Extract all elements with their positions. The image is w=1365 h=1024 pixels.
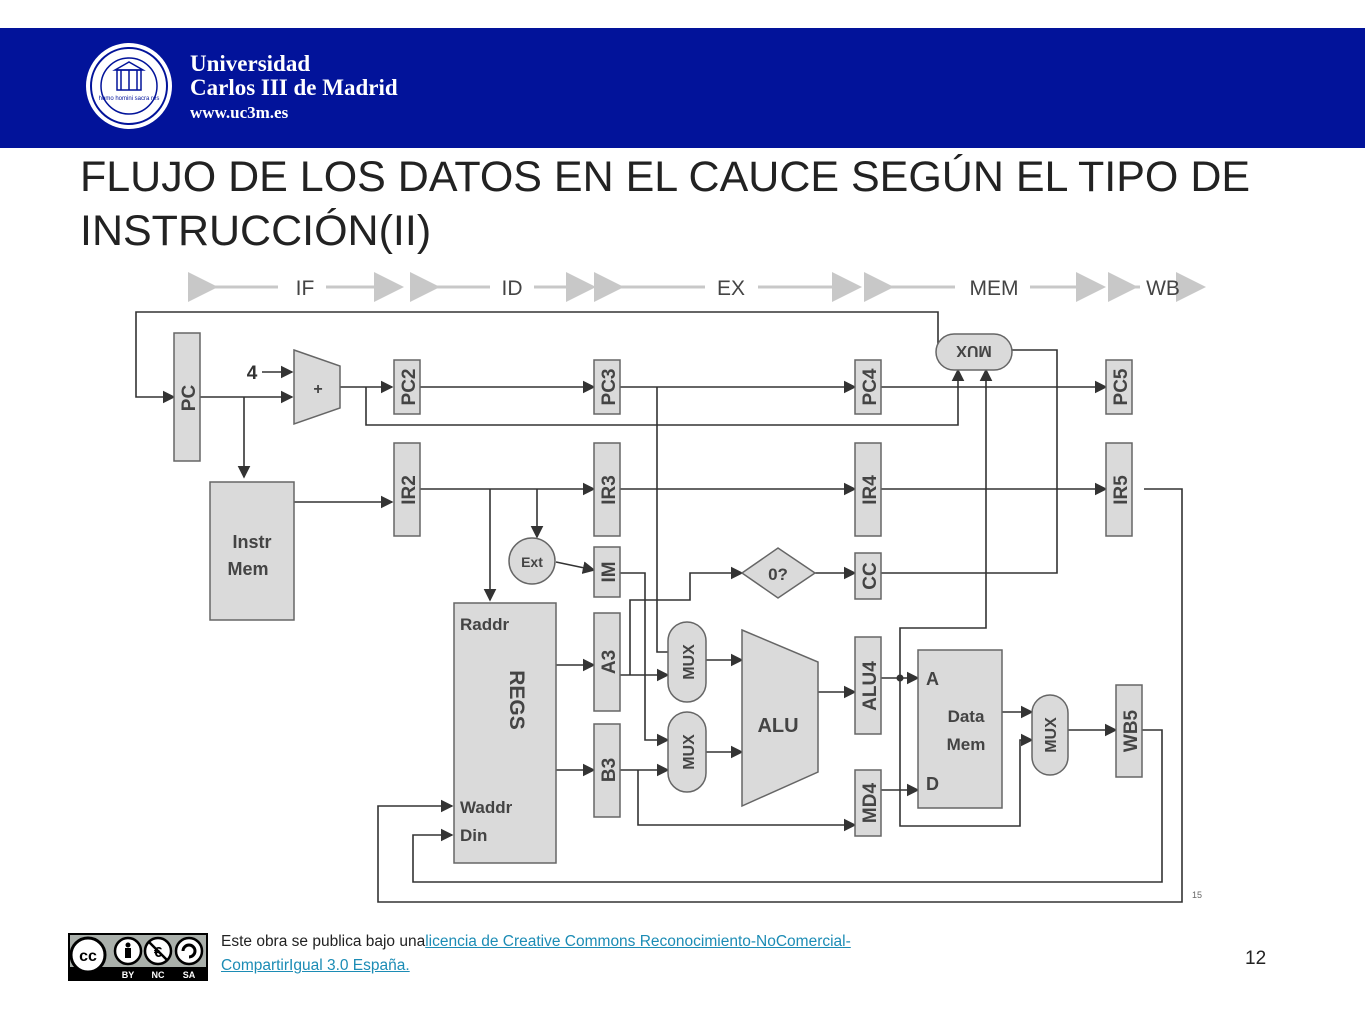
reg-pc5-label: PC5	[1111, 368, 1132, 405]
alu-input-mux-b	[667, 711, 707, 793]
pipeline-datapath-diagram: IF ID EX MEM WB	[135, 272, 1206, 903]
seal-motto-text: homo homini sacra res	[99, 96, 160, 102]
cc-sa-label: SA	[183, 970, 196, 980]
cc-nc-label: NC	[152, 970, 165, 980]
mux-a-label: MUX	[681, 644, 698, 680]
header-band	[0, 28, 1365, 148]
license-prefix: Este obra se publica bajo una	[221, 933, 426, 950]
register-file	[453, 602, 557, 864]
creative-commons-badge: cc € BY NC SA	[68, 933, 208, 981]
alu-label: ALU	[757, 715, 798, 737]
cc-by-label: BY	[122, 970, 135, 980]
zero-test-unit	[740, 547, 817, 599]
instr-mem-label-line1: Instr	[232, 532, 271, 552]
mux-wb-label: MUX	[1043, 717, 1060, 753]
alu	[741, 628, 819, 808]
regs-raddr-label: Raddr	[460, 615, 510, 634]
zero-test-label: 0?	[768, 565, 788, 584]
university-name-line1: Universidad	[190, 51, 311, 76]
university-name: Universidad Carlos III de Madrid	[190, 52, 398, 100]
license-link[interactable]: licencia de Creative Commons Reconocimie…	[221, 933, 851, 974]
reg-ir5-label: IR5	[1111, 475, 1132, 505]
reg-wb5-label: WB5	[1121, 709, 1142, 752]
regs-name-label: REGS	[505, 670, 528, 730]
adder-sign: +	[313, 381, 322, 398]
mux-b-label: MUX	[681, 734, 698, 770]
university-website: www.uc3m.es	[190, 103, 289, 122]
ext-label: Ext	[521, 554, 543, 570]
reg-alu4-label: ALU4	[860, 661, 881, 711]
junction-dot	[896, 674, 904, 682]
instr-mem-label-line2: Mem	[227, 559, 268, 579]
regs-din-label: Din	[460, 826, 487, 845]
stage-label-ex: EX	[717, 277, 745, 300]
university-seal-logo: homo homini sacra res	[86, 43, 172, 129]
data-mem-a-label: A	[926, 669, 939, 689]
mux-pc-label: MUX	[956, 342, 992, 359]
constant-four: 4	[247, 363, 258, 384]
data-mem-label-line1: Data	[948, 707, 985, 726]
stage-label-wb: WB	[1146, 277, 1180, 300]
sign-extend-unit	[508, 537, 556, 585]
alu-input-mux-a	[667, 621, 707, 703]
pipeline-registers	[173, 332, 1143, 837]
slide-title: FLUJO DE LOS DATOS EN EL CAUCE SEGÚN EL …	[80, 153, 1251, 255]
reg-pc-label: PC	[179, 385, 200, 412]
page-number: 12	[1245, 948, 1267, 969]
reg-pc4-label: PC4	[860, 368, 881, 405]
data-memory	[917, 649, 1003, 809]
reg-a3-label: A3	[599, 650, 620, 674]
stage-label-if: IF	[296, 277, 315, 300]
reg-ir3-label: IR3	[599, 475, 620, 505]
reg-cc-label: CC	[860, 562, 881, 590]
stage-label-mem: MEM	[970, 277, 1019, 300]
corner-note: 15	[1192, 890, 1202, 900]
license-notice: Este obra se publica bajo unalicencia de…	[221, 930, 921, 978]
reg-md4-label: MD4	[860, 783, 881, 824]
pc-source-mux	[935, 333, 1013, 371]
reg-pc2-label: PC2	[399, 369, 420, 406]
data-mem-label-line2: Mem	[947, 735, 986, 754]
stage-label-id: ID	[502, 277, 523, 300]
university-name-line2: Carlos III de Madrid	[190, 75, 398, 100]
data-mem-d-label: D	[926, 774, 939, 794]
reg-im-label: IM	[599, 561, 620, 582]
writeback-mux	[1031, 694, 1069, 776]
sharealike-icon	[174, 936, 204, 966]
reg-b3-label: B3	[599, 758, 620, 782]
reg-ir4-label: IR4	[860, 475, 881, 505]
datapath-wires	[135, 311, 1183, 903]
cc-logo-text: cc	[79, 948, 97, 965]
regs-waddr-label: Waddr	[460, 798, 513, 817]
pc-adder	[293, 348, 341, 426]
instruction-memory	[209, 481, 295, 621]
reg-pc3-label: PC3	[599, 369, 620, 406]
reg-ir2-label: IR2	[399, 475, 420, 505]
